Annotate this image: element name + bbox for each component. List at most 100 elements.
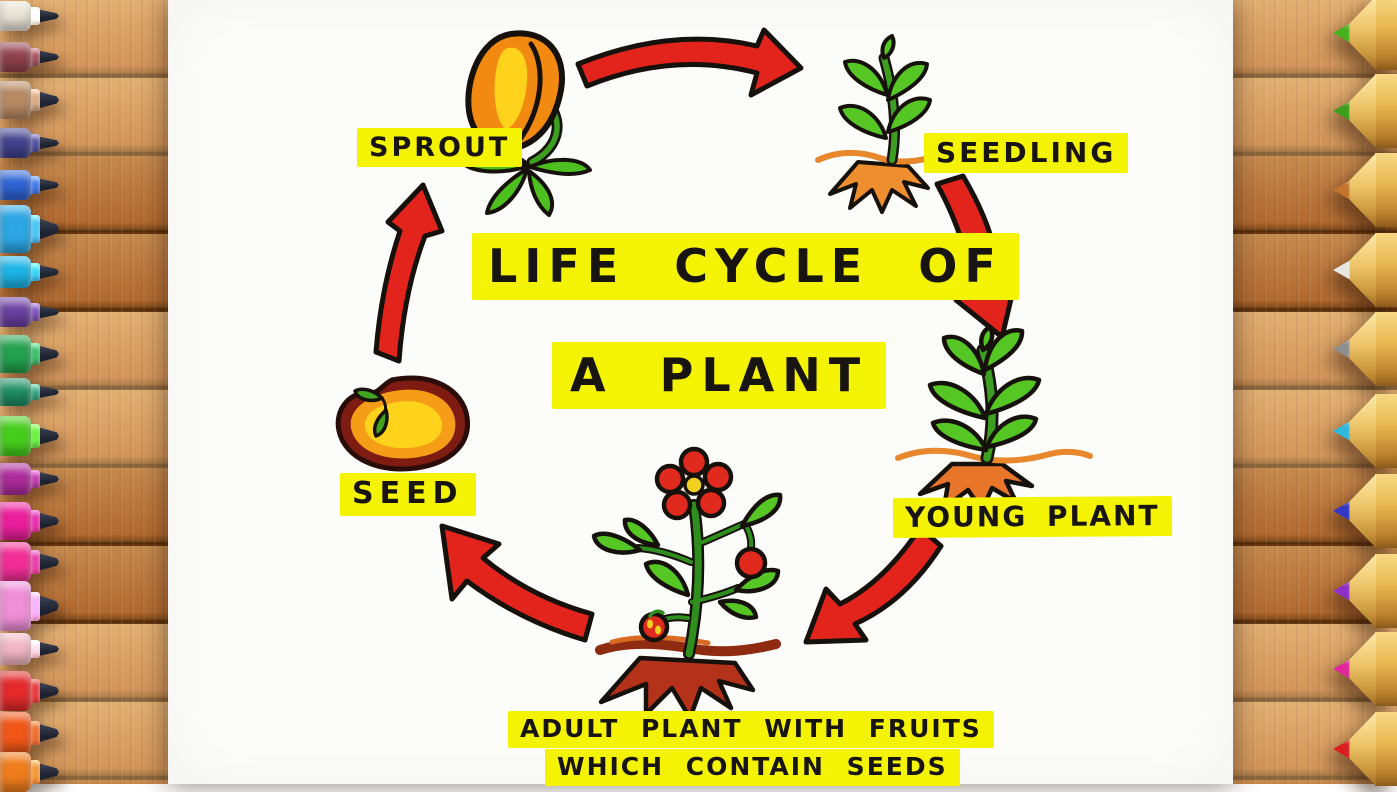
marker-neck: [31, 424, 40, 448]
marker-body: [0, 297, 31, 327]
marker-neck: [31, 342, 40, 366]
marker-tip: [40, 305, 59, 319]
marker-body: [0, 42, 31, 72]
marker-pen-icon: [0, 335, 59, 373]
marker-pen-icon: [0, 502, 59, 540]
marker-neck: [31, 591, 40, 621]
marker-tip: [40, 218, 59, 240]
marker-tip: [40, 178, 59, 192]
marker-neck: [31, 303, 40, 321]
marker-neck: [31, 720, 40, 746]
pencil-body: [1375, 233, 1397, 307]
label-seed: SEED: [340, 473, 476, 516]
marker-tip: [40, 136, 59, 150]
colored-pencil-icon: [1333, 474, 1397, 548]
marker-tip: [40, 427, 59, 445]
marker-body: [0, 502, 31, 540]
pencil-body: [1375, 474, 1397, 548]
label-adult-plant-line1: ADULT PLANT WITH FRUITS: [508, 711, 994, 748]
marker-tip: [40, 763, 59, 781]
marker-tip: [40, 265, 59, 279]
marker-tip: [40, 642, 59, 656]
marker-neck: [31, 176, 40, 194]
pencil-body: [1375, 74, 1397, 148]
colored-pencil-icon: [1333, 233, 1397, 307]
marker-neck: [31, 215, 40, 243]
marker-neck: [31, 383, 40, 401]
marker-pen-icon: [0, 633, 59, 665]
marker-neck: [31, 760, 40, 784]
marker-tip: [40, 346, 59, 362]
adult-plant-drawing: [591, 446, 783, 721]
marker-body: [0, 256, 31, 288]
colored-pencil-icon: [1333, 0, 1397, 70]
marker-body: [0, 416, 31, 456]
marker-neck: [31, 550, 40, 574]
seed-drawing: [335, 375, 471, 472]
label-sprout: SPROUT: [357, 128, 523, 168]
marker-pen-icon: [0, 1, 59, 31]
page-title-line2: A PLANT: [552, 342, 887, 409]
marker-neck: [31, 48, 40, 66]
marker-neck: [31, 262, 40, 282]
label-young-plant: YOUNG PLANT: [892, 496, 1172, 539]
marker-pen-icon: [0, 170, 59, 200]
marker-neck: [31, 134, 40, 152]
marker-pen-icon: [0, 581, 59, 631]
young-plant-drawing: [895, 324, 1093, 513]
marker-neck: [31, 469, 40, 489]
colored-pencil-icon: [1333, 312, 1397, 386]
marker-body: [0, 81, 31, 119]
label-adult-plant-line2: WHICH CONTAIN SEEDS: [545, 749, 960, 786]
pencil-body: [1375, 632, 1397, 706]
colored-pencil-icon: [1333, 554, 1397, 628]
marker-body: [0, 128, 31, 158]
marker-pen-icon: [0, 671, 59, 711]
marker-tip: [40, 682, 59, 700]
marker-tip: [40, 472, 59, 486]
marker-neck: [31, 509, 40, 533]
marker-pen-icon: [0, 128, 59, 158]
marker-tip: [40, 92, 59, 108]
marker-pen-icon: [0, 81, 59, 119]
seedling-drawing: [815, 34, 943, 214]
marker-pen-icon: [0, 297, 59, 327]
marker-tip: [40, 9, 59, 23]
marker-body: [0, 378, 31, 406]
page-title-line1: LIFE CYCLE OF: [472, 233, 1019, 300]
marker-tip: [40, 513, 59, 529]
pencil-body: [1375, 312, 1397, 386]
pencil-body: [1375, 153, 1397, 227]
marker-tip: [40, 553, 59, 571]
marker-pen-icon: [0, 463, 59, 495]
marker-tip: [40, 595, 59, 617]
pencil-body: [1375, 554, 1397, 628]
marker-neck: [31, 679, 40, 703]
colored-pencil-icon: [1333, 712, 1397, 786]
marker-pen-icon: [0, 542, 59, 582]
pencil-body: [1375, 394, 1397, 468]
marker-body: [0, 542, 31, 582]
marker-pen-icon: [0, 416, 59, 456]
marker-neck: [31, 639, 40, 659]
marker-tip: [40, 386, 59, 398]
marker-pen-icon: [0, 712, 59, 754]
marker-tip: [40, 50, 59, 64]
arrow-seed-to-sprout: [373, 182, 445, 364]
marker-tip: [40, 724, 59, 742]
marker-body: [0, 581, 31, 631]
arrow-sprout-to-seedling: [575, 27, 804, 98]
marker-pen-icon: [0, 205, 59, 253]
marker-body: [0, 335, 31, 373]
marker-body: [0, 205, 31, 253]
marker-pen-icon: [0, 42, 59, 72]
marker-pen-icon: [0, 256, 59, 288]
marker-body: [0, 170, 31, 200]
colored-pencil-icon: [1333, 153, 1397, 227]
colored-pencil-icon: [1333, 394, 1397, 468]
marker-neck: [31, 7, 40, 25]
pencil-body: [1375, 712, 1397, 786]
marker-neck: [31, 88, 40, 112]
marker-body: [0, 633, 31, 665]
